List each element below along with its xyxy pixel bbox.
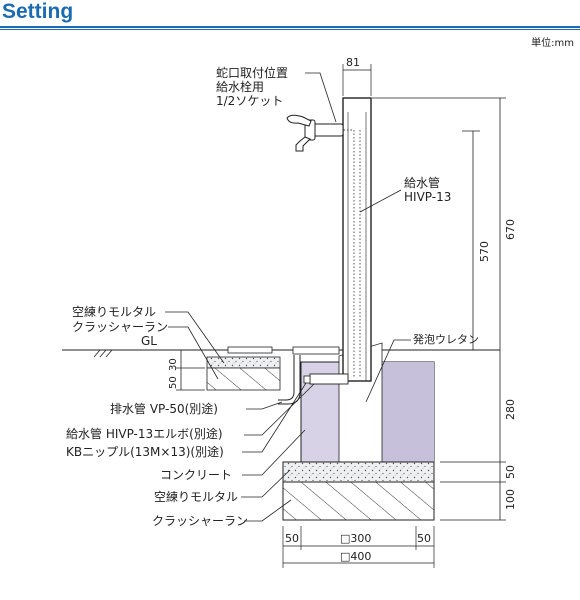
- faucet-icon: [286, 114, 344, 152]
- page-title: Setting: [2, 0, 74, 23]
- drain-cap: [292, 346, 340, 355]
- leader-line: [244, 383, 315, 436]
- label-faucet-socket: 1/2ソケット: [216, 94, 283, 108]
- dim-width-top: 81: [346, 56, 360, 69]
- leader-line: [305, 72, 337, 123]
- faucet-post: [342, 97, 372, 382]
- leader-line: [365, 339, 411, 403]
- label-faucet-use: 給水栓用: [216, 79, 264, 94]
- label-crusher-bottom: クラッシャーラン: [152, 514, 248, 528]
- leader-line: [242, 429, 306, 476]
- foundation-block-shade: [373, 362, 434, 462]
- label-drain-pipe: 排水管 VP-50(別途): [110, 401, 218, 416]
- label-supply-pipe-spec: HIVP-13: [404, 190, 451, 204]
- dim-50-bottom-left: 50: [285, 532, 299, 545]
- leader-line: [359, 189, 402, 213]
- label-mortar-bottom: 空練りモルタル: [154, 490, 238, 504]
- dim-570: 570: [478, 241, 491, 262]
- title-underline: [0, 26, 580, 28]
- leader-line: [168, 326, 219, 380]
- label-mortar-top: 空練りモルタル: [72, 305, 156, 319]
- pad-mortar: [206, 356, 281, 369]
- drain-pipe-shape-inner: [278, 355, 301, 405]
- leader-line: [242, 382, 307, 453]
- dim-30-left: 30: [168, 358, 179, 371]
- kb-nipple: [303, 375, 311, 384]
- supply-elbow: [309, 373, 349, 385]
- dim-400: □400: [340, 550, 371, 563]
- leader-line: [244, 499, 292, 522]
- leader-line: [165, 311, 225, 364]
- label-urethane: 発泡ウレタン: [413, 332, 479, 346]
- dim-50-bottom-right: 50: [417, 532, 431, 545]
- crusher-run-layer: [282, 481, 435, 521]
- label-concrete: コンクリート: [160, 468, 232, 482]
- dim-670: 670: [504, 219, 517, 240]
- title-underline-thin: [0, 29, 580, 30]
- drain-pipe-shape: [278, 355, 295, 401]
- label-supply-pipe: 給水管: [404, 175, 440, 190]
- label-supply-elbow: 給水管 HIVP-13エルボ(別途): [66, 426, 223, 441]
- label-gl: GL: [141, 334, 157, 348]
- page-header: Setting: [0, 0, 580, 32]
- ground-hatch: [105, 349, 113, 358]
- leader-line: [241, 469, 291, 498]
- pad-cover: [227, 346, 273, 354]
- dim-50-left: 50: [168, 376, 179, 389]
- dim-300: □300: [340, 532, 371, 545]
- ground-hatch: [99, 349, 107, 358]
- label-kb-nipple: KBニップル(13M×13)(別途): [66, 444, 224, 459]
- pad-crusher: [206, 367, 281, 391]
- label-crusher-top: クラッシャーラン: [72, 320, 168, 334]
- leader-line: [246, 401, 283, 410]
- ground-hatch: [93, 349, 101, 358]
- label-faucet-position: 蛇口取付位置: [216, 65, 288, 80]
- dim-50-right: 50: [504, 465, 517, 479]
- dim-280: 280: [504, 399, 517, 420]
- unit-label: 単位:mm: [531, 38, 574, 49]
- dim-100-right: 100: [504, 489, 517, 510]
- concrete-layer: [282, 461, 435, 483]
